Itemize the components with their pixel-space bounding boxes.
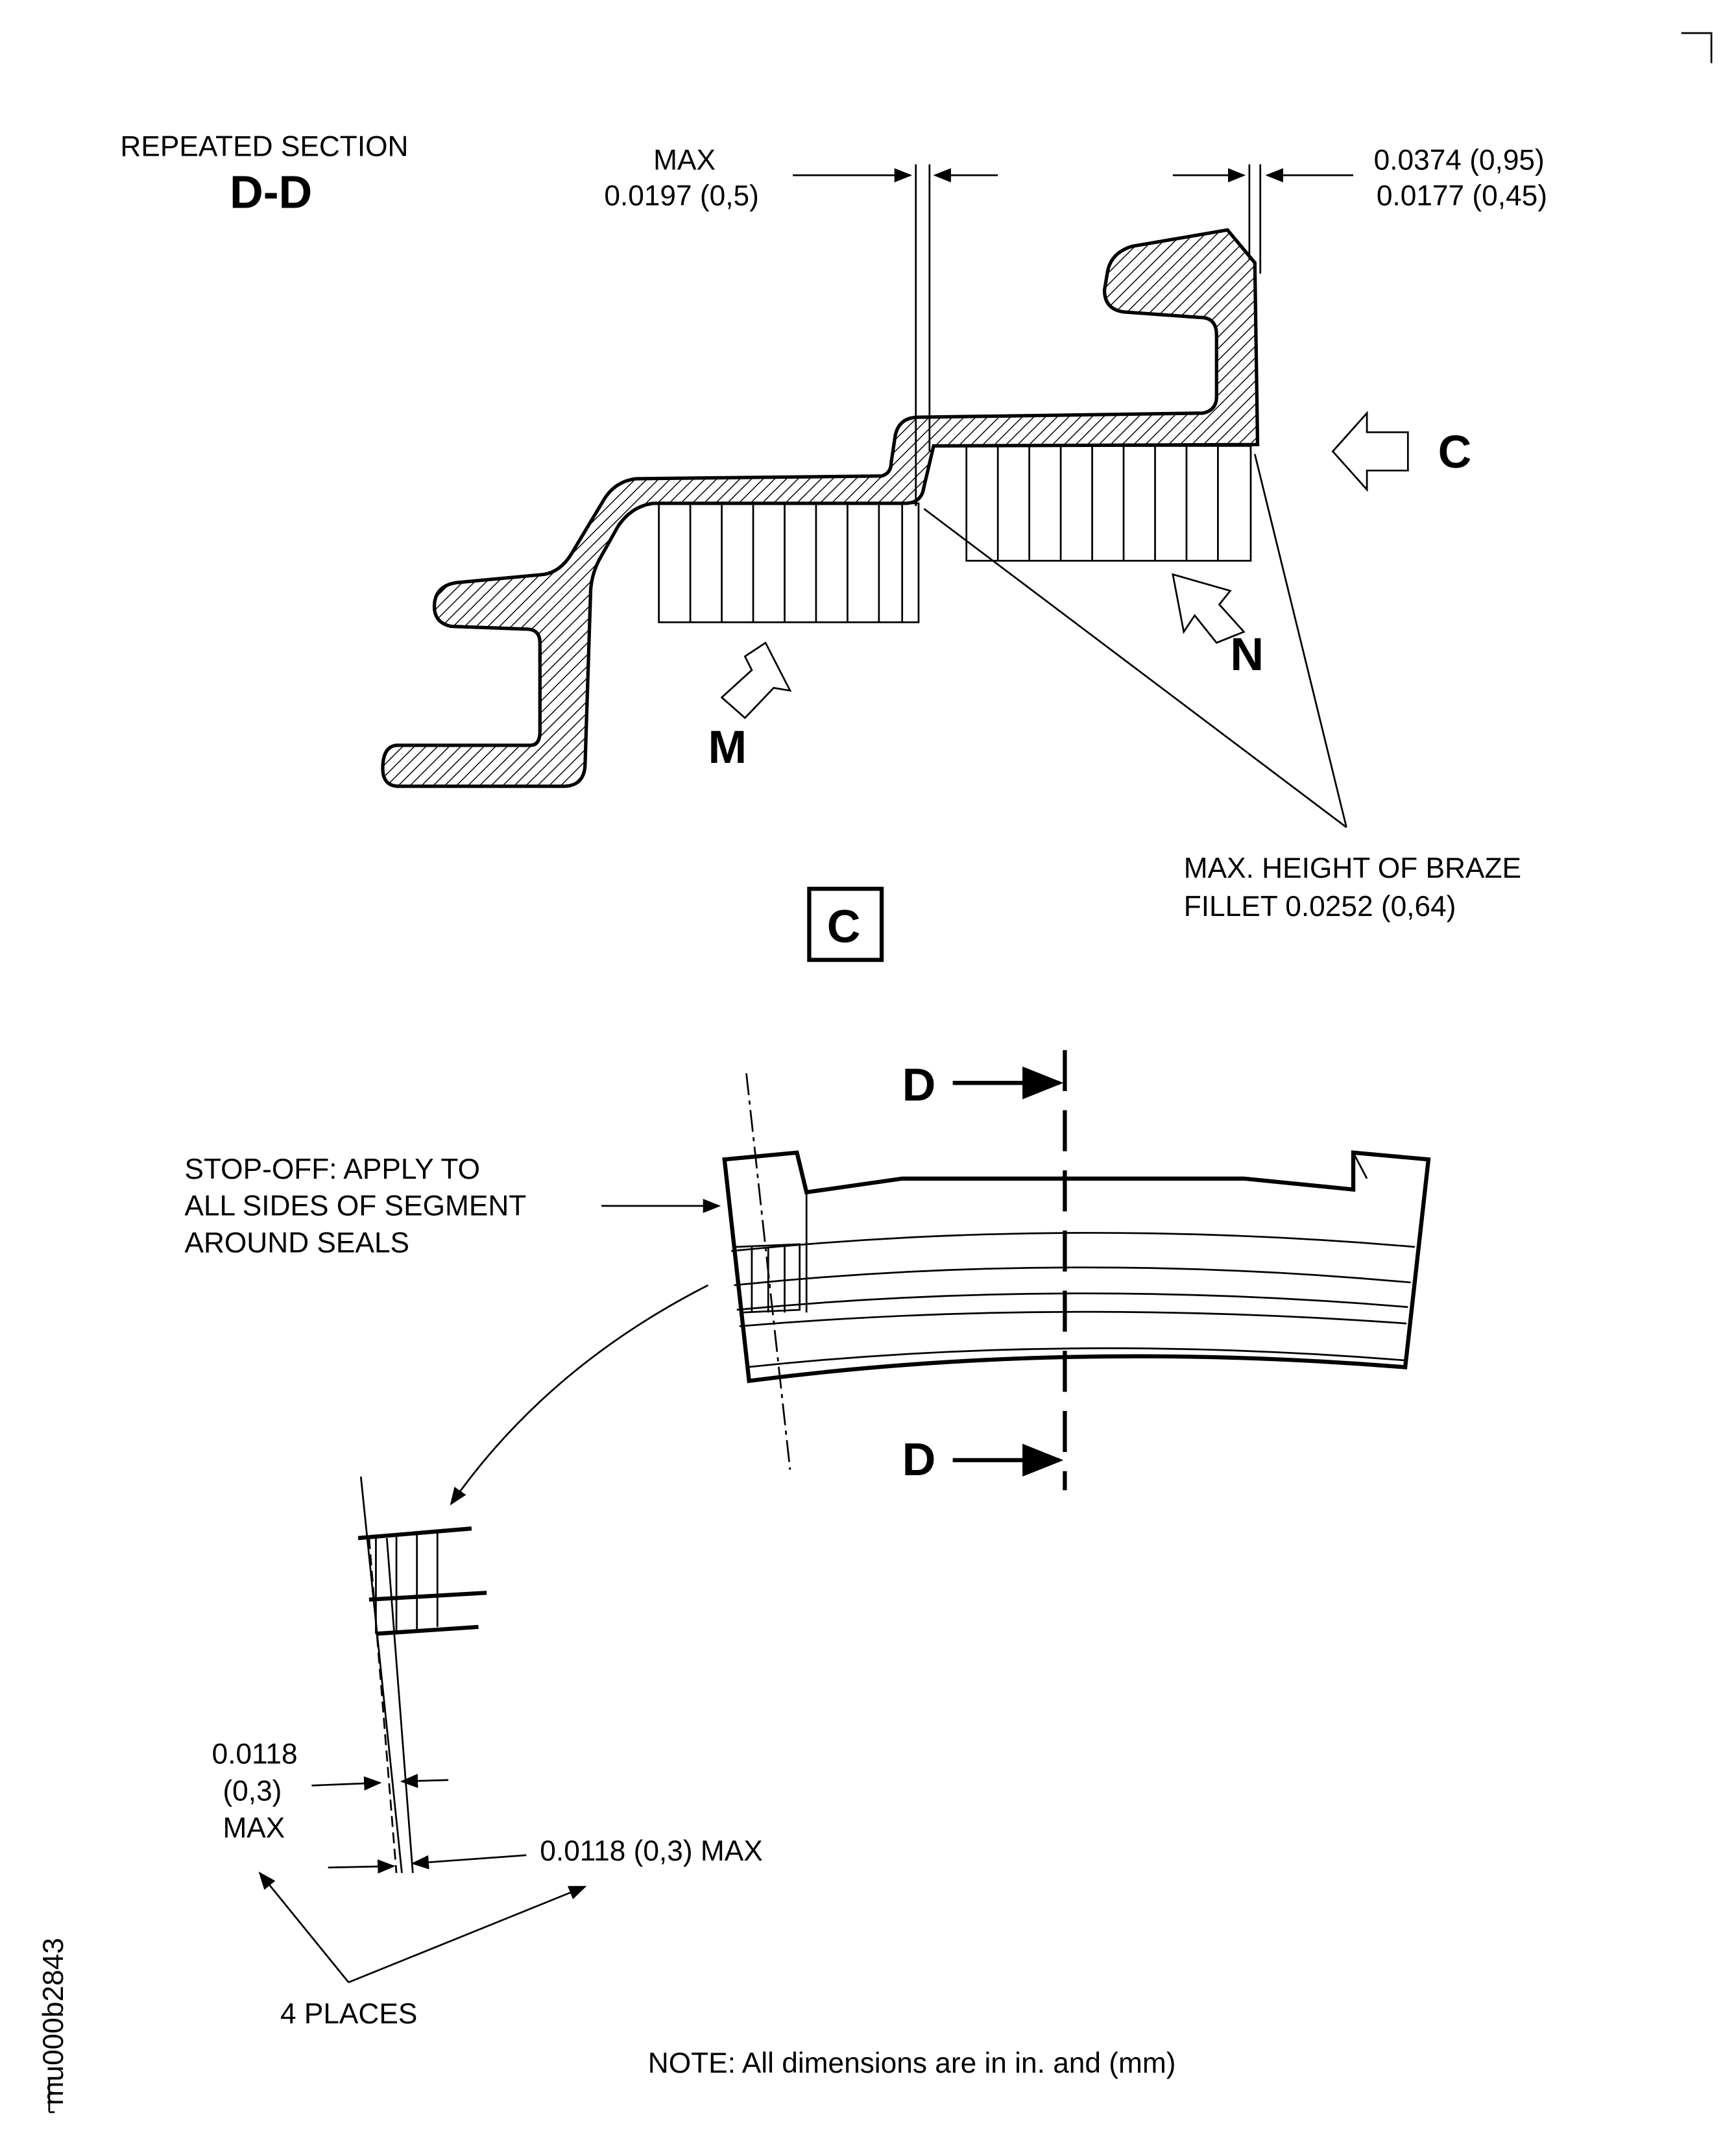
seal-detail	[357, 1476, 487, 1874]
detail-dim1-line1: 0.0118	[212, 1739, 298, 1770]
seal-segment	[722, 1050, 1431, 1491]
view-arrow-c-icon	[1331, 411, 1409, 492]
view-arrow-label: C	[1438, 426, 1472, 478]
cut-label-bottom: D	[902, 1434, 936, 1486]
detail-dim1-line2: (0,3)	[223, 1776, 282, 1807]
section-title: REPEATED SECTION	[120, 131, 408, 163]
dimensions-note: NOTE: All dimensions are in in. and (mm)	[648, 2047, 1176, 2079]
dim-max-value: 0.0197 (0,5)	[604, 180, 759, 212]
arrow-n-label: N	[1230, 629, 1264, 681]
stopoff-line1: STOP-OFF: APPLY TO	[184, 1153, 480, 1185]
places-label: 4 PLACES	[280, 1998, 417, 2030]
honeycomb-right	[965, 445, 1252, 562]
arrow-m-icon	[720, 641, 792, 719]
seal-section-profile	[381, 228, 1260, 788]
dim-max-label: MAX	[653, 145, 716, 176]
arrow-n-icon	[1172, 573, 1246, 644]
corner-mark	[48, 2078, 55, 2114]
honeycomb-left	[658, 502, 920, 623]
view-c-box	[807, 886, 884, 962]
stopoff-line3: AROUND SEALS	[184, 1227, 409, 1259]
stopoff-line2: ALL SIDES OF SEGMENT	[184, 1190, 526, 1222]
braze-note-line2: FILLET 0.0252 (0,64)	[1184, 891, 1456, 922]
braze-note-line1: MAX. HEIGHT OF BRAZE	[1184, 852, 1521, 884]
cut-label-top: D	[902, 1059, 936, 1111]
corner-mark	[1681, 32, 1713, 64]
dim-range-lower: 0.0177 (0,45)	[1377, 180, 1547, 212]
detail-dim2: 0.0118 (0,3) MAX	[540, 1835, 762, 1867]
dim-range-upper: 0.0374 (0,95)	[1374, 145, 1545, 176]
detail-dim1-line3: MAX	[223, 1812, 285, 1844]
arrow-m-label: M	[708, 721, 747, 773]
view-c-label: C	[827, 900, 861, 952]
figure-id: mu000b2843	[38, 1938, 69, 2105]
section-name: D-D	[230, 167, 312, 219]
